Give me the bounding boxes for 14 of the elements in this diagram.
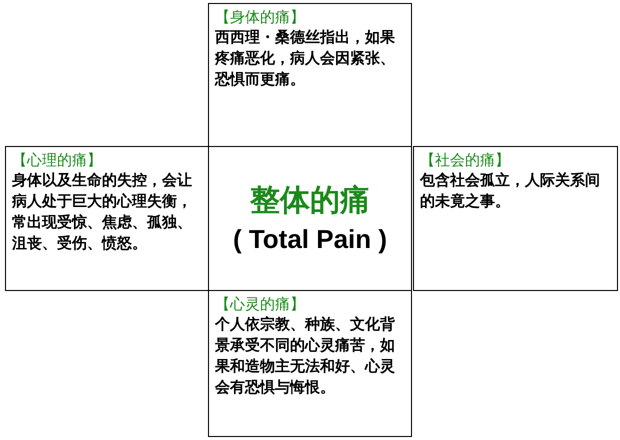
box-heading: 【身体的痛】	[215, 7, 306, 27]
box-body: 包含社会孤立，人际关系间的未竟之事。	[420, 170, 601, 212]
center-title: 整体的痛	[250, 182, 370, 219]
box-body: 西西理・桑德丝指出，如果疼痛恶化，病人会因紧张、恐惧而更痛。	[215, 27, 396, 90]
box-heading: 【心灵的痛】	[215, 294, 306, 314]
box-body: 身体以及生命的失控，会让病人处于巨大的心理失衡，常出现受惊、焦虑、孤独、沮丧、受伤、愤怒。	[12, 170, 193, 254]
box-heading: 【社会的痛】	[420, 150, 511, 170]
box-heading: 【心理的痛】	[12, 150, 103, 170]
center-subtitle: ( Total Pain )	[232, 223, 388, 256]
text-box	[413, 146, 618, 291]
text-box	[208, 3, 412, 147]
box-body: 个人依宗教、种族、文化背景承受不同的心灵痛苦，如果和造物主无法和好、心灵会有恐惧与悔恨。	[215, 314, 396, 398]
text-box	[208, 290, 412, 437]
text-box	[5, 146, 209, 291]
